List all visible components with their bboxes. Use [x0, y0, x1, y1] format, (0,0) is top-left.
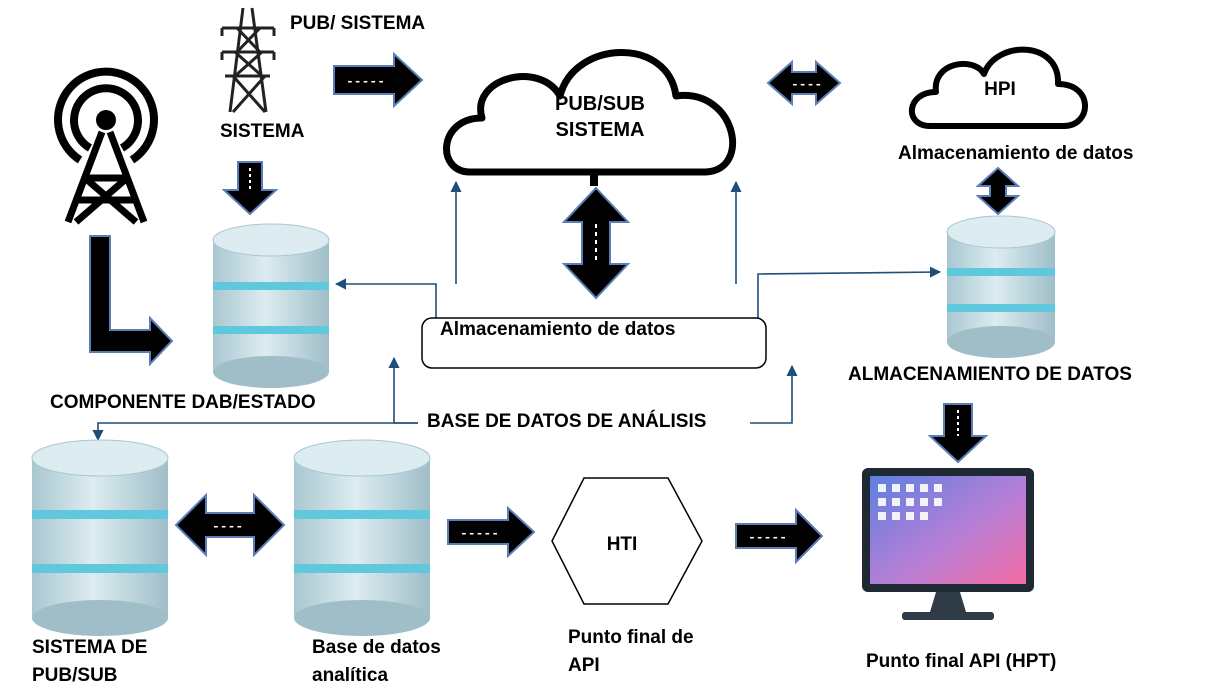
label-punto-hpt: Punto final API (HPT) — [866, 651, 1057, 672]
label-almacenamiento-caps: ALMACENAMIENTO DE DATOS — [848, 364, 1132, 385]
l-arrow — [89, 235, 174, 367]
label-componente-dab: COMPONENTE DAB/ESTADO — [50, 392, 316, 413]
signal-tower-icon — [54, 67, 158, 225]
label-sistema: SISTEMA — [220, 121, 305, 142]
svg-text:-----: ----- — [346, 74, 385, 89]
label-pubsub-cloud-1: PUB/SUB — [554, 93, 645, 115]
database-icon — [946, 215, 1056, 358]
label-hti: HTI — [606, 534, 638, 555]
arrow-cloud-hpi: ---- — [766, 59, 842, 107]
label-pubsub-cloud-2: SISTEMA — [555, 119, 645, 141]
label-pub-sistema: PUB/ SISTEMA — [290, 13, 426, 34]
transmission-tower-icon — [220, 7, 276, 113]
label-almacenamiento-center: Almacenamiento de datos — [440, 319, 676, 340]
label-base-analitica-1: Base de datos — [312, 637, 441, 658]
arrow-cloud-storage — [561, 186, 631, 300]
label-sistema-pubsub-1: SISTEMA DE — [32, 637, 148, 658]
arrow-hti-monitor: ----- — [735, 507, 824, 565]
monitor-icon — [862, 468, 1034, 620]
label-base-analisis: BASE DE DATOS DE ANÁLISIS — [427, 411, 707, 432]
arrow-analitica-hti: ----- — [447, 505, 536, 559]
database-icon — [293, 439, 431, 636]
svg-text:-----: ----- — [460, 526, 499, 541]
arrow-storage-to-monitor — [927, 403, 989, 464]
arrow-pubsub-analitica: ---- — [174, 492, 286, 558]
label-punto-api-2: API — [568, 655, 600, 676]
label-hpi: HPI — [984, 79, 1016, 100]
label-almacenamiento-hpi: Almacenamiento de datos — [898, 143, 1134, 164]
database-icon — [212, 223, 330, 388]
hexagon-node — [551, 477, 703, 605]
arrow-hpi-db — [975, 166, 1021, 216]
arrow-sistema-to-db — [221, 161, 279, 216]
label-sistema-pubsub-2: PUB/SUB — [32, 665, 118, 686]
svg-text:----: ---- — [791, 77, 822, 92]
cloud-hpi-icon — [909, 46, 1088, 129]
svg-text:----: ---- — [212, 519, 243, 534]
arrow-tower-to-cloud: ----- — [333, 51, 424, 109]
svg-text:-----: ----- — [748, 530, 787, 545]
label-punto-api-1: Punto final de — [568, 627, 694, 648]
database-icon — [31, 439, 169, 636]
cloud-icon — [443, 49, 736, 186]
connector-lines — [92, 180, 942, 442]
label-base-analitica-2: analítica — [312, 665, 389, 686]
storage-box — [421, 317, 767, 369]
